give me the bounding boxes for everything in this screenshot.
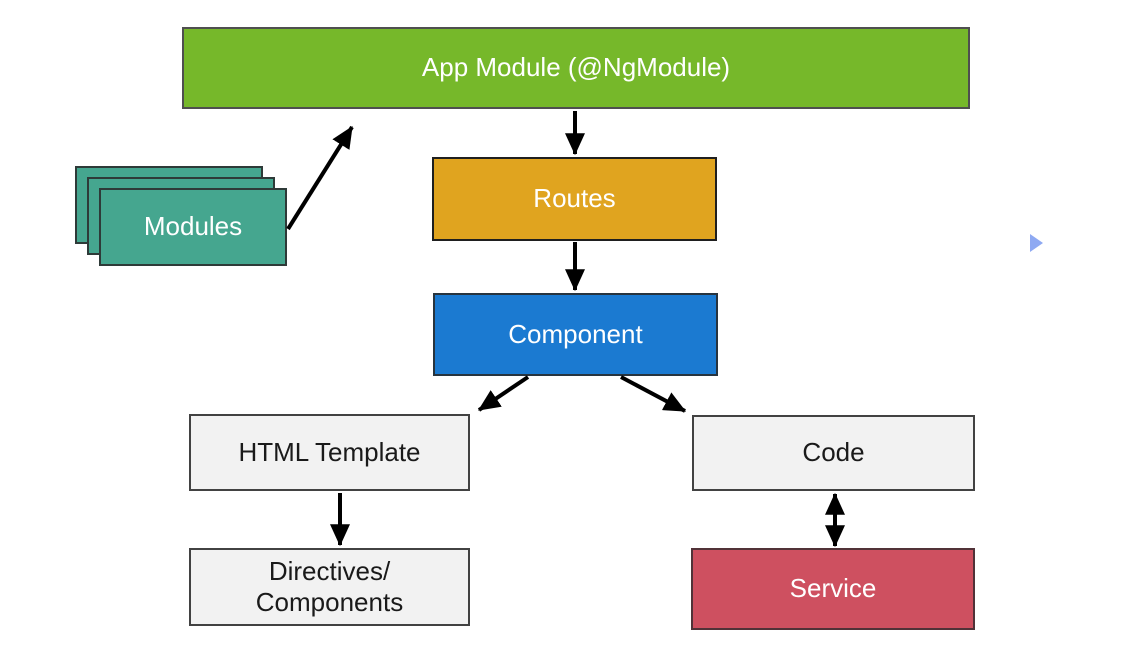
node-component: Component bbox=[433, 293, 718, 376]
node-html-template: HTML Template bbox=[189, 414, 470, 491]
node-app-module: App Module (@NgModule) bbox=[182, 27, 970, 109]
arrow-modules-to-app-module bbox=[286, 125, 354, 231]
node-directives-components-label: Directives/ Components bbox=[255, 555, 404, 617]
arrow-component-to-html-template bbox=[477, 375, 530, 412]
node-code-label: Code bbox=[802, 437, 865, 468]
node-routes-label: Routes bbox=[533, 183, 616, 214]
node-directives-components: Directives/ Components bbox=[189, 548, 470, 626]
node-component-label: Component bbox=[508, 318, 643, 349]
play-cursor-icon bbox=[1030, 234, 1043, 252]
node-service-label: Service bbox=[789, 573, 877, 604]
arrow-component-to-code bbox=[620, 375, 687, 413]
node-html-template-label: HTML Template bbox=[238, 436, 421, 467]
node-service: Service bbox=[691, 548, 975, 630]
node-modules: Modules bbox=[99, 188, 287, 266]
play-cursor-shape bbox=[1030, 234, 1043, 252]
node-routes: Routes bbox=[432, 157, 717, 241]
node-app-module-label: App Module (@NgModule) bbox=[421, 52, 731, 83]
node-modules-label: Modules bbox=[143, 211, 243, 242]
node-code: Code bbox=[692, 415, 975, 491]
